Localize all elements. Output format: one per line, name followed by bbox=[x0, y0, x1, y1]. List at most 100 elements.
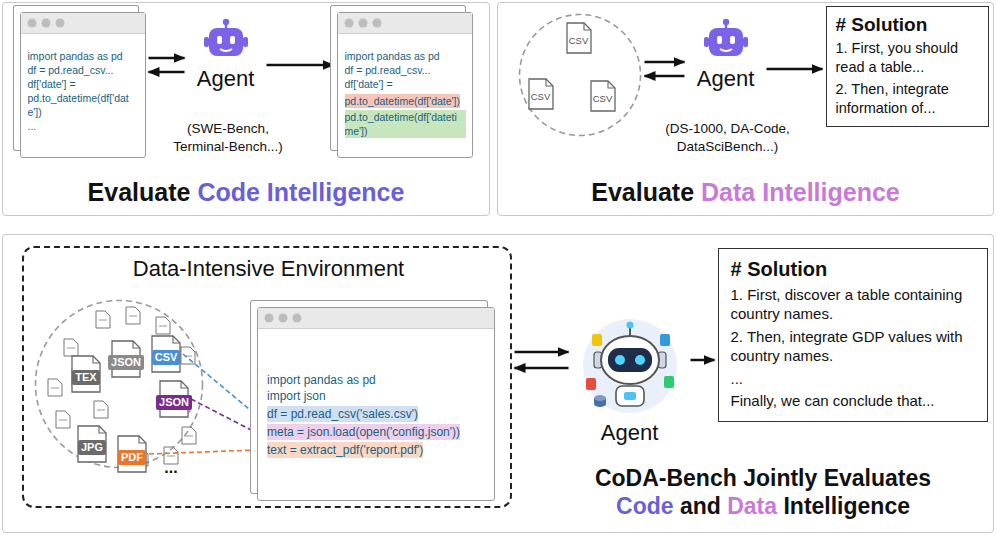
file-type: JPG bbox=[78, 440, 106, 455]
shape bbox=[658, 352, 666, 368]
benchmark-note: (SWE-Bench, Terminal-Bench...) bbox=[158, 120, 298, 155]
panel-node: CoDA-Bench Jointly Evaluates Code and Da… bbox=[2, 234, 994, 533]
shape bbox=[55, 18, 64, 27]
shape bbox=[293, 314, 302, 323]
label-holder: (SWE-Bench, Terminal-Bench...) bbox=[158, 120, 298, 155]
data-link bbox=[183, 354, 255, 414]
shape bbox=[591, 81, 615, 111]
circle-node: CSV CSV CSV bbox=[518, 13, 642, 137]
solution-node: # Solution1. First, you should read a ta… bbox=[826, 6, 989, 127]
shape bbox=[594, 395, 606, 401]
shape bbox=[93, 356, 100, 363]
code-line: import pandas as pd bbox=[267, 372, 488, 388]
shape bbox=[96, 311, 110, 328]
title-word: Evaluate bbox=[591, 178, 694, 206]
flow-arrow bbox=[515, 351, 569, 354]
shape bbox=[224, 22, 227, 28]
panel-title: Evaluate Data Intelligence bbox=[498, 177, 993, 207]
title-word: Code bbox=[616, 493, 674, 519]
shape bbox=[722, 18, 728, 24]
title-word: Data bbox=[701, 178, 755, 206]
dashed-circle bbox=[34, 299, 204, 469]
label-holder: ... bbox=[156, 462, 186, 474]
file-type: CSV bbox=[569, 35, 589, 46]
shape bbox=[583, 319, 677, 413]
code-line: df['date'] = bbox=[345, 77, 466, 91]
title-holder: CoDA-Bench Jointly Evaluates Code and Da… bbox=[563, 465, 963, 520]
file-node: PDF bbox=[117, 435, 147, 473]
title-bar bbox=[21, 13, 145, 34]
file-node: TEX bbox=[71, 355, 101, 393]
code-line: df = pd.read_csv('sales.csv') bbox=[267, 406, 418, 422]
shape bbox=[99, 426, 106, 433]
shape bbox=[182, 427, 196, 444]
shape bbox=[344, 18, 353, 27]
agent-node: Agent bbox=[188, 18, 264, 96]
shape bbox=[629, 326, 631, 336]
shape bbox=[133, 341, 140, 348]
panel-node: Evaluate Code Intelligence import pandas … bbox=[2, 2, 490, 216]
dashed-circle bbox=[518, 13, 642, 137]
robot-node: Agent bbox=[572, 316, 688, 448]
agent-label: Agent bbox=[572, 420, 688, 446]
benchmark-note: ... bbox=[156, 462, 186, 474]
solution-step: 2. Then, integrate information of... bbox=[836, 80, 980, 118]
flow-arrow bbox=[149, 71, 185, 74]
shape bbox=[724, 22, 727, 28]
window-node: import pandas as pddf = pd.read_csv...df… bbox=[20, 12, 146, 158]
shape bbox=[184, 356, 192, 357]
title-holder: Evaluate Data Intelligence bbox=[498, 177, 993, 207]
window-dots bbox=[21, 13, 81, 33]
shape bbox=[594, 352, 602, 368]
data-link bbox=[191, 399, 255, 432]
file-type: JSON bbox=[108, 355, 144, 370]
file-node: JSON bbox=[111, 340, 141, 378]
shape bbox=[717, 36, 722, 44]
shape bbox=[730, 36, 735, 44]
shape bbox=[615, 355, 625, 365]
solution-heading: # Solution bbox=[836, 13, 980, 37]
shape bbox=[64, 339, 78, 356]
shape bbox=[94, 401, 108, 418]
flow-arrow bbox=[645, 61, 685, 64]
shape bbox=[222, 18, 228, 24]
code-line: import pandas as pd bbox=[28, 49, 139, 63]
shape bbox=[358, 18, 367, 27]
shape bbox=[586, 378, 596, 390]
circle-node: TEXJSONCSVJSONJPGPDF bbox=[34, 299, 204, 469]
solution-heading: # Solution bbox=[731, 257, 977, 282]
title-word: Intelligence bbox=[762, 178, 900, 206]
code-line: pd.to_datetime(df['datetime']) bbox=[345, 110, 466, 138]
panel-title: Evaluate Code Intelligence bbox=[3, 177, 489, 207]
shape bbox=[529, 79, 553, 109]
shape bbox=[78, 426, 106, 462]
file-type: CSV bbox=[593, 93, 613, 104]
title-bar bbox=[258, 308, 494, 329]
title-word: CoDA-Bench bbox=[595, 465, 737, 491]
shape bbox=[279, 314, 288, 323]
title-word: Evaluate bbox=[88, 178, 191, 206]
shape bbox=[56, 411, 70, 428]
shape bbox=[616, 386, 644, 406]
title-holder: Data-Intensive Environment bbox=[84, 256, 454, 282]
flow-arrow bbox=[149, 57, 185, 60]
title-word: Intelligence bbox=[267, 178, 405, 206]
shape bbox=[608, 81, 615, 88]
agent-label: Agent bbox=[188, 66, 264, 92]
env-node: Data-Intensive EnvironmentTEXJSONCSVJSON… bbox=[22, 246, 512, 508]
shape bbox=[156, 317, 170, 334]
shape bbox=[624, 392, 636, 400]
shape bbox=[181, 381, 188, 388]
shape bbox=[704, 37, 709, 47]
csv-node: CSV bbox=[528, 78, 554, 110]
file-type: JSON bbox=[156, 395, 192, 410]
shape bbox=[27, 18, 36, 27]
shape bbox=[139, 436, 146, 443]
solution-step: Finally, we can conclude that... bbox=[731, 391, 977, 411]
shape bbox=[209, 28, 243, 56]
shape bbox=[594, 398, 606, 404]
robot-icon bbox=[701, 18, 751, 62]
window-dots bbox=[338, 13, 398, 33]
shape bbox=[567, 23, 591, 53]
